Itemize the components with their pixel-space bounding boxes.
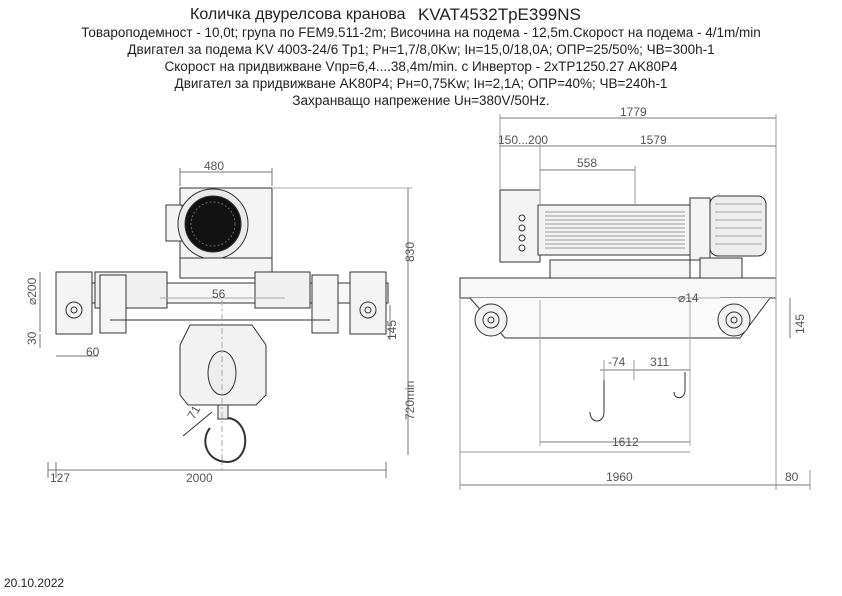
spec-line-3: Скорост на придвижване Vпр=6,4....38,4m/… <box>164 59 678 74</box>
dim-diameter-14: ⌀14 <box>678 291 699 305</box>
dim-30: 30 <box>25 331 39 345</box>
dim-720min: 720min <box>403 381 417 420</box>
spec-line-5: Захранващо напрежение Uн=380V/50Hz. <box>292 93 550 108</box>
dim-1612: 1612 <box>612 435 639 449</box>
dim-wheel-diameter: ⌀200 <box>25 277 39 305</box>
dim-56: 56 <box>212 287 226 301</box>
dim-558: 558 <box>577 156 597 170</box>
dim-2000: 2000 <box>186 471 213 485</box>
dim-127: 127 <box>50 471 70 485</box>
dim-neg-74: -74 <box>608 355 626 369</box>
spec-line-1: Товароподемност - 10,0t; група по FEM9.5… <box>81 25 761 40</box>
left-view-drawing <box>39 168 412 478</box>
spec-line-2: Двигател за подема KV 4003-24/6 Tp1; Рн=… <box>127 42 715 57</box>
dim-1779: 1779 <box>620 105 647 119</box>
dim-1579: 1579 <box>640 133 667 147</box>
dim-80: 80 <box>785 470 799 484</box>
dim-830: 830 <box>403 242 417 262</box>
drawing-title: Количка двурелсова кранова <box>190 6 406 23</box>
dim-480: 480 <box>204 159 224 173</box>
spec-line-4: Двигател за придвижване AK80P4; Рн=0,75K… <box>174 76 668 91</box>
dim-311: 311 <box>650 355 669 369</box>
model-code: KVAT4532TpE399NS <box>418 5 581 24</box>
dim-145-left: 145 <box>385 320 399 340</box>
dim-1960: 1960 <box>606 470 633 484</box>
dim-150-200: 150...200 <box>498 133 548 147</box>
drawing-date: 20.10.2022 <box>4 576 65 590</box>
dim-71: 71 <box>184 403 203 422</box>
right-view-drawing <box>459 114 811 490</box>
dim-60: 60 <box>86 345 100 359</box>
dim-145-right: 145 <box>793 314 807 334</box>
